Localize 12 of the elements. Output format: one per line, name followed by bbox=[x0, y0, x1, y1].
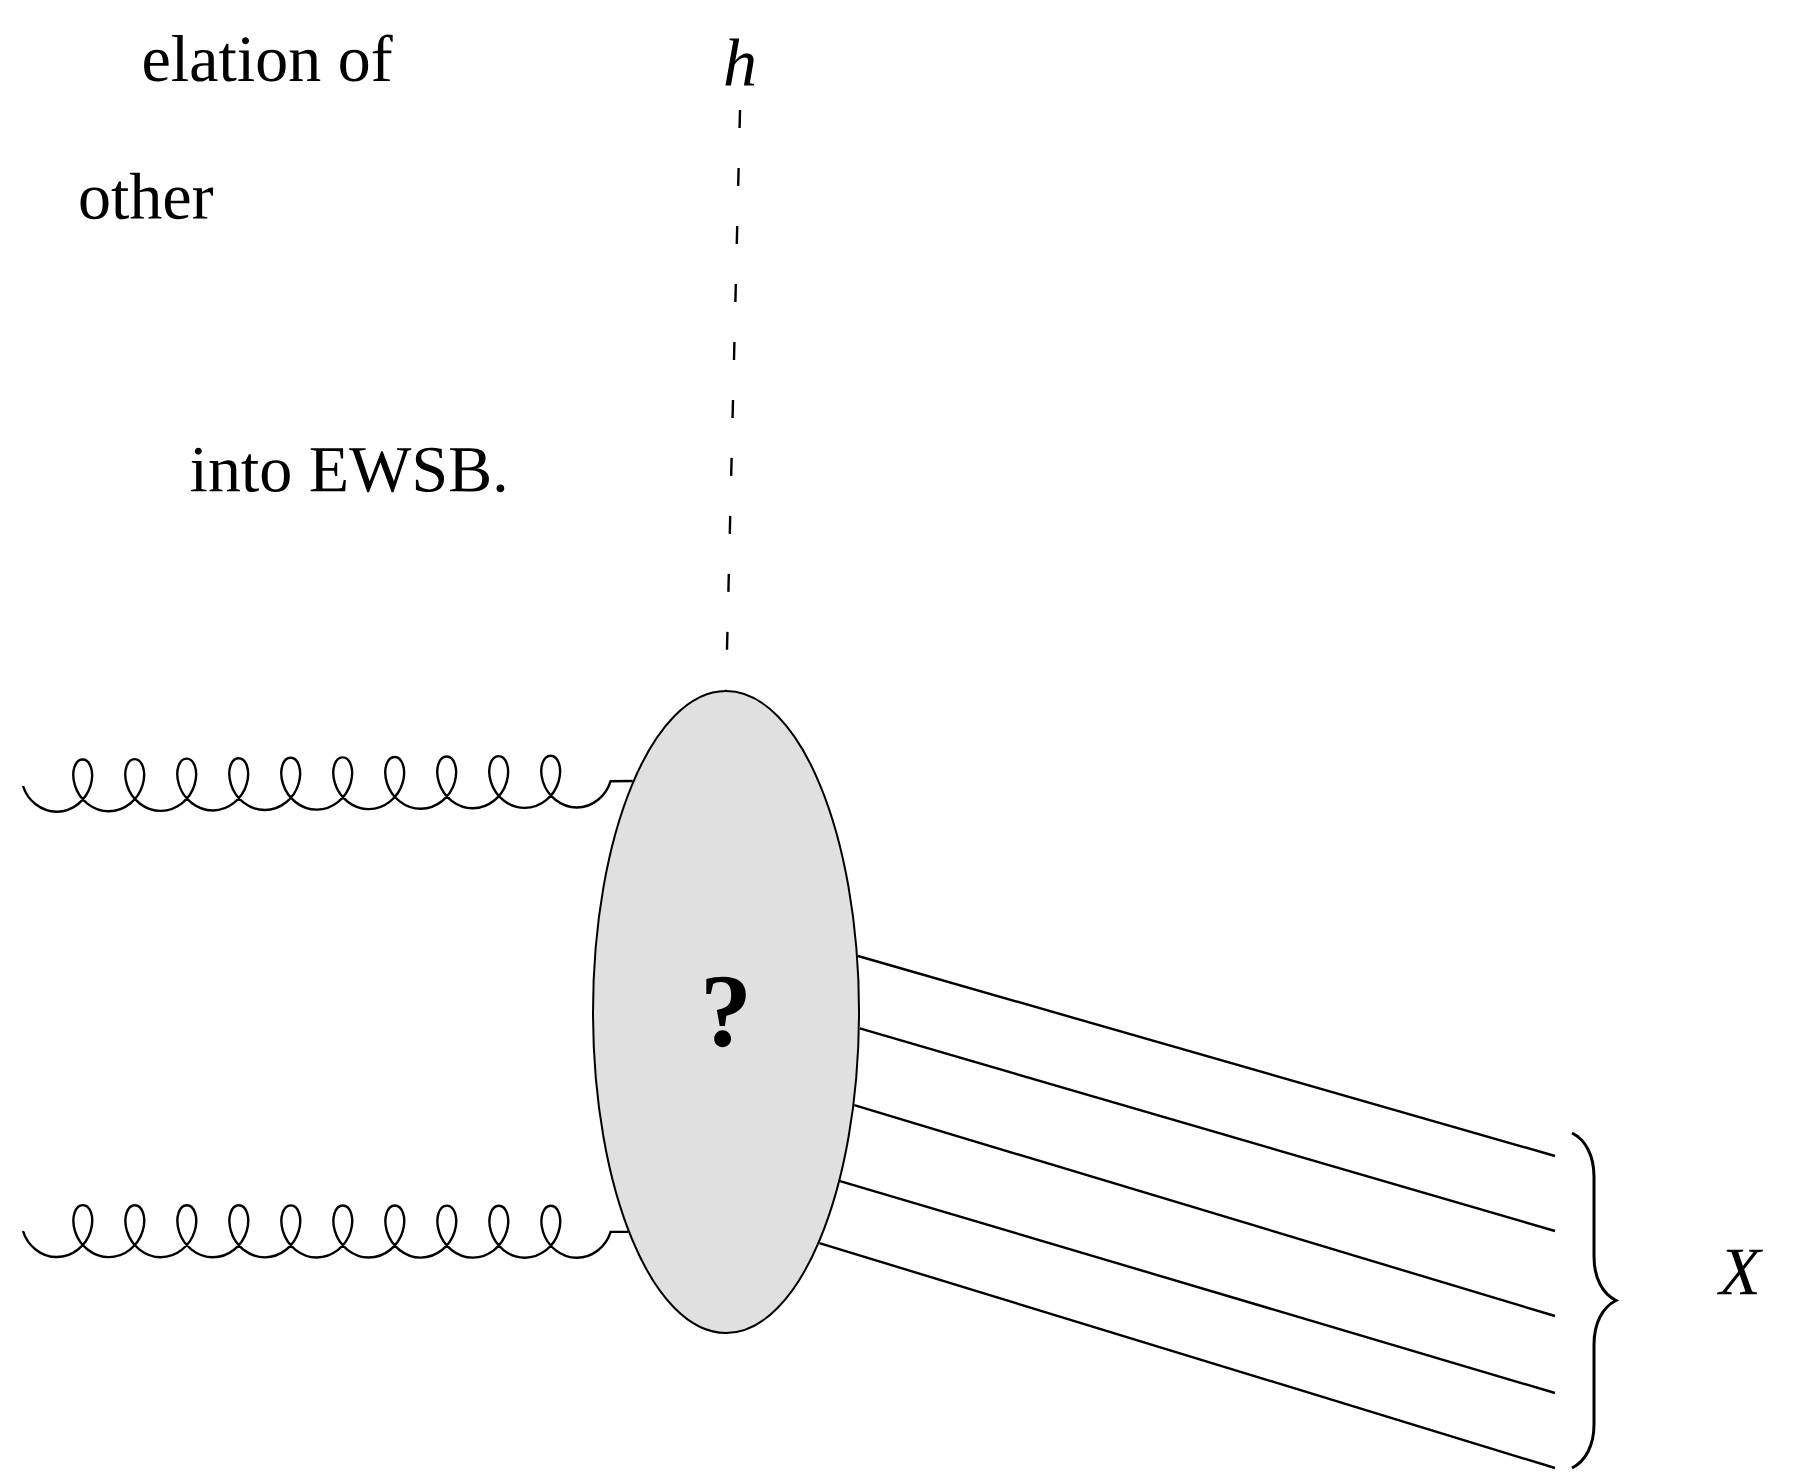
particle-line bbox=[853, 1104, 1556, 1318]
particle-line bbox=[819, 1241, 1556, 1470]
particle-line bbox=[839, 1179, 1556, 1395]
text-fragment: other bbox=[80, 172, 214, 220]
particle-line bbox=[857, 954, 1556, 1158]
gluon-line bbox=[21, 1203, 629, 1259]
particle-line bbox=[859, 1027, 1556, 1233]
text-fragment: elation of bbox=[144, 34, 393, 82]
gluon-line bbox=[21, 754, 633, 813]
particle-label: h bbox=[725, 38, 755, 86]
particle-label: X bbox=[1717, 1249, 1763, 1295]
text-fragment: into EWSB. bbox=[191, 447, 505, 493]
